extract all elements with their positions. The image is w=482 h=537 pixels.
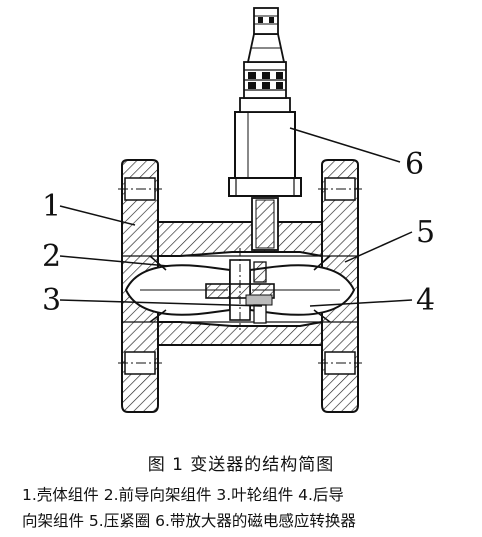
legend-line-1: 1.壳体组件 2.前导向架组件 3.叶轮组件 4.后导 xyxy=(22,486,344,504)
callout-3: 3 xyxy=(42,283,61,318)
transmitter-structure-diagram: 1 2 3 4 5 6 xyxy=(42,7,435,413)
leader-lines xyxy=(59,127,413,307)
housing-body xyxy=(122,221,358,346)
callout-2: 2 xyxy=(42,239,61,274)
leader-1 xyxy=(59,205,136,226)
magnetoelectric-converter xyxy=(228,7,302,251)
leader-4 xyxy=(309,299,413,307)
impeller-assembly xyxy=(205,248,275,330)
leader-2 xyxy=(59,255,169,267)
leader-3 xyxy=(59,299,263,307)
callout-1: 1 xyxy=(42,189,61,224)
callout-6: 6 xyxy=(405,147,424,182)
leader-5 xyxy=(344,231,413,263)
callout-4: 4 xyxy=(416,283,435,318)
leader-6 xyxy=(289,127,401,163)
legend-line-2: 向架组件 5.压紧圈 6.带放大器的磁电感应转换器 xyxy=(22,512,356,530)
callout-5: 5 xyxy=(416,215,435,250)
figure-caption: 图 1 变送器的结构简图 xyxy=(147,455,335,475)
